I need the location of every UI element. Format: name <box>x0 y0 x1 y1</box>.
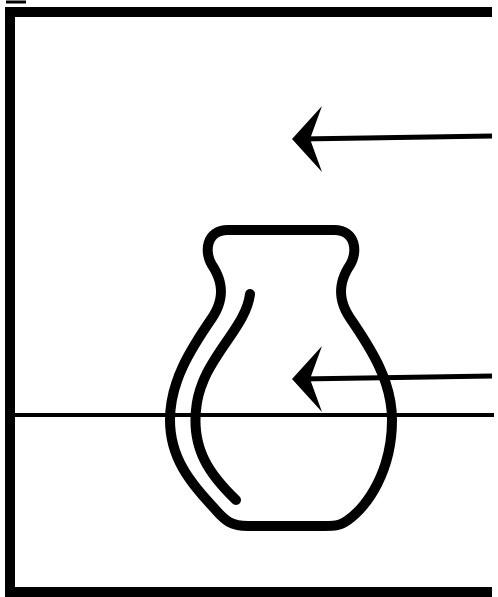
upper-arrow <box>292 106 492 172</box>
